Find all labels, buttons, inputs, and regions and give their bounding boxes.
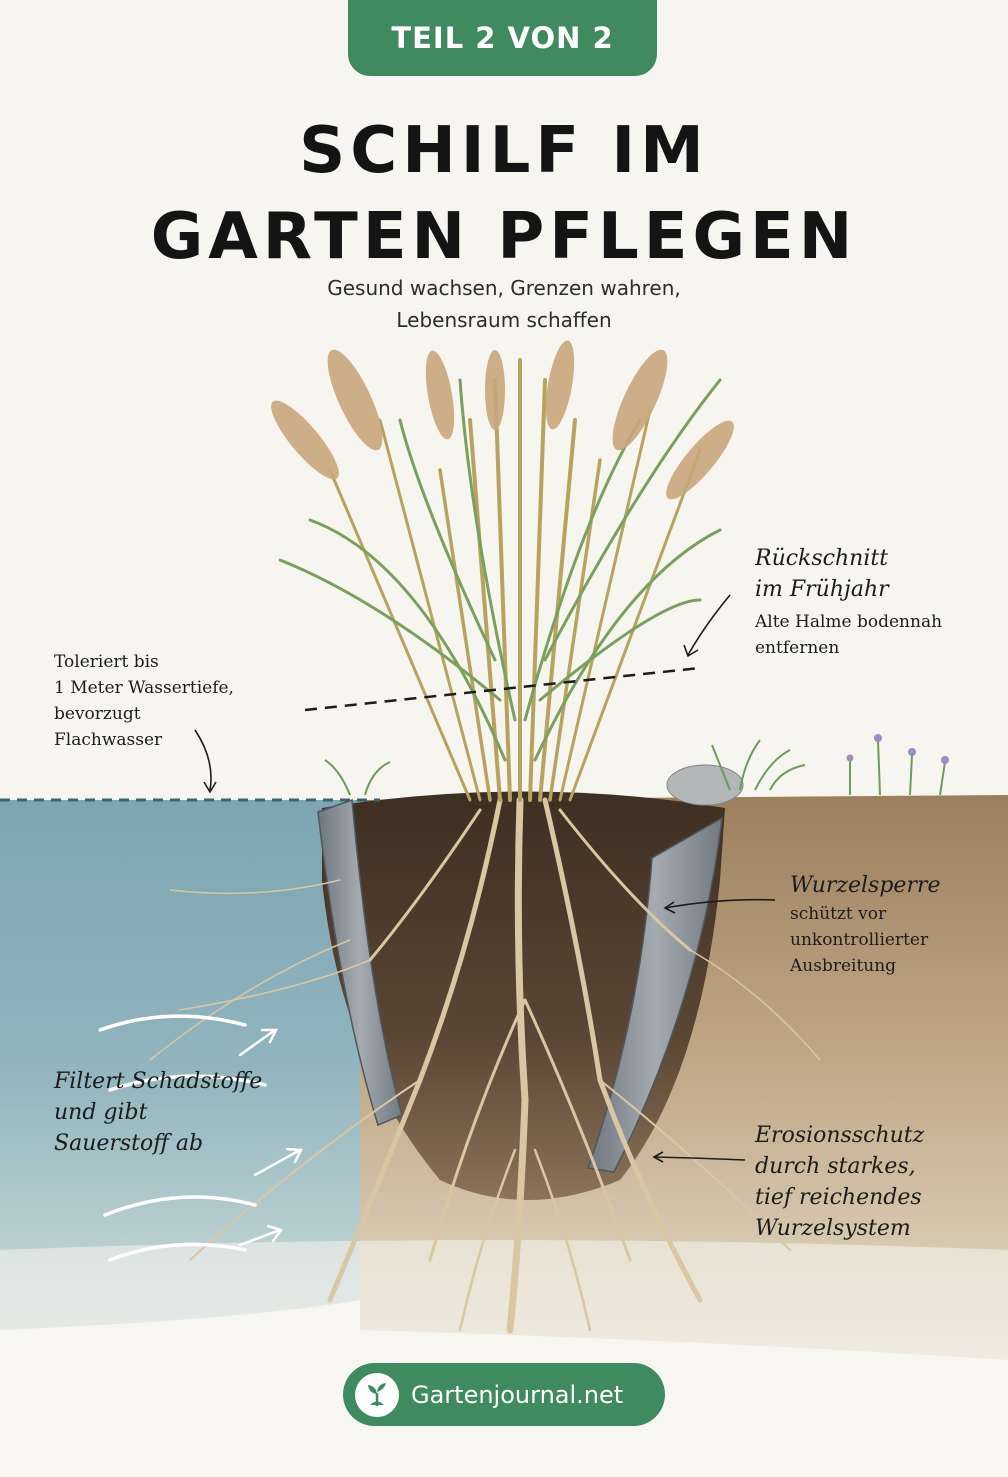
pruning-heading-2: im Frühjahr: [755, 577, 889, 602]
page-title: SCHILF IM GARTEN PFLEGEN: [0, 108, 1008, 280]
root-barrier-body-2: unkontrollierter: [790, 930, 929, 950]
erosion-line-3: tief reichendes: [755, 1185, 922, 1210]
subtitle-line-2: Lebensraum schaffen: [396, 308, 612, 332]
subtitle-line-1: Gesund wachsen, Grenzen wahren,: [327, 276, 681, 300]
ground-plants: [324, 739, 946, 796]
water-depth-line-1: Toleriert bis: [54, 652, 159, 672]
reed-stems: [328, 358, 702, 802]
water-depth-line-3: bevorzugt: [54, 704, 141, 724]
erosion-line-1: Erosionsschutz: [755, 1123, 925, 1148]
filter-line-1: Filtert Schadstoffe: [54, 1069, 263, 1094]
erosion-line-2: durch starkes,: [755, 1154, 916, 1179]
reed-plumes: [271, 340, 734, 500]
water-area: [0, 800, 360, 1330]
footer-label: Gartenjournal.net: [411, 1380, 624, 1409]
water-depth-line-2: 1 Meter Wassertiefe,: [54, 678, 234, 698]
annotation-water-depth: Toleriert bis 1 Meter Wassertiefe, bevor…: [54, 649, 234, 753]
filter-line-3: Sauerstoff ab: [54, 1131, 204, 1156]
root-barrier-body-3: Ausbreitung: [790, 956, 897, 976]
root-barrier-right: [586, 816, 723, 1173]
filter-line-2: und gibt: [54, 1100, 148, 1125]
sprout-icon: [355, 1372, 399, 1417]
annotation-pruning: Rückschnitt im Frühjahr Alte Halme boden…: [755, 543, 942, 661]
callout-arrows: [194, 594, 776, 1163]
root-barrier-heading: Wurzelsperre: [790, 873, 941, 898]
root-barrier-left: [317, 798, 403, 1127]
annotation-filter: Filtert Schadstoffe und gibt Sauerstoff …: [54, 1066, 262, 1159]
pruning-body-1: Alte Halme bodennah: [755, 612, 943, 632]
pruning-body-2: entfernen: [755, 638, 840, 658]
lavender-flowers: [846, 734, 949, 764]
footer-brand-pill[interactable]: Gartenjournal.net: [343, 1363, 665, 1426]
roots: [149, 796, 821, 1334]
annotation-root-barrier: Wurzelsperre schützt vor unkontrollierte…: [790, 870, 941, 979]
title-line-2: GARTEN PFLEGEN: [150, 200, 858, 274]
water-depth-line-4: Flachwasser: [54, 730, 163, 750]
small-water-arrows: [238, 1028, 303, 1247]
pruning-heading-1: Rückschnitt: [755, 546, 889, 571]
title-line-1: SCHILF IM: [299, 114, 709, 188]
pruning-cut-line: [304, 666, 701, 712]
rock: [666, 764, 744, 806]
flow-arrows: [98, 1014, 267, 1262]
part-badge: TEIL 2 VON 2: [348, 0, 657, 76]
reed-cross-section-illustration: [0, 340, 1008, 1477]
subtitle: Gesund wachsen, Grenzen wahren, Lebensra…: [0, 272, 1008, 336]
root-barrier-body-1: schützt vor: [790, 904, 887, 924]
annotation-erosion: Erosionsschutz durch starkes, tief reich…: [755, 1120, 924, 1244]
erosion-line-4: Wurzelsystem: [755, 1216, 911, 1241]
